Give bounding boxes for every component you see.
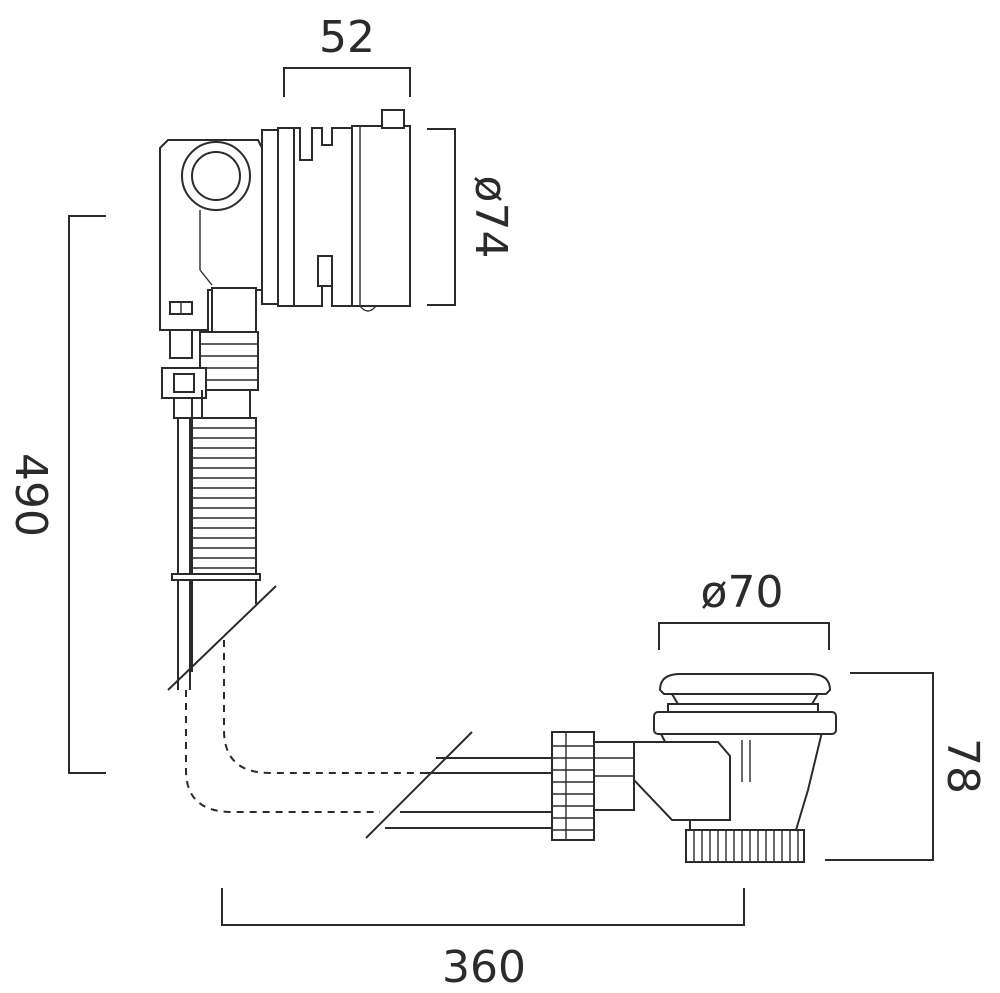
overflow-inlet-hole bbox=[191, 151, 241, 201]
hose-corrugations bbox=[192, 427, 256, 569]
dimension-mixer-width: 52 bbox=[283, 12, 411, 97]
hose-nut bbox=[199, 331, 259, 391]
mixer-cap bbox=[351, 125, 411, 307]
pipe-union-nut bbox=[551, 731, 595, 841]
dimension-label-490: 490 bbox=[5, 453, 56, 537]
pipe-break-line bbox=[365, 731, 473, 839]
waste-flange bbox=[653, 711, 837, 735]
hidden-hose-path bbox=[185, 640, 430, 813]
horizontal-pipe bbox=[365, 731, 635, 841]
hose-break-line bbox=[167, 585, 277, 691]
waste-threaded-tail bbox=[685, 829, 805, 863]
hose-collar bbox=[211, 287, 257, 333]
waste-cap-stem bbox=[670, 693, 820, 705]
dimension-label-360: 360 bbox=[442, 942, 526, 993]
dimension-waste-diameter: ø70 bbox=[658, 567, 830, 650]
mixer-notched-body bbox=[293, 127, 353, 307]
cable-connector-stem bbox=[173, 397, 193, 419]
dimension-label-d74: ø74 bbox=[465, 176, 516, 259]
cable-connector-window bbox=[173, 373, 195, 393]
mixer-notch bbox=[317, 255, 333, 287]
mixer-flange-1 bbox=[261, 129, 279, 305]
dimension-label-78: 78 bbox=[937, 738, 988, 794]
waste-cap bbox=[658, 673, 832, 695]
dimension-label-d70: ø70 bbox=[701, 567, 784, 618]
waste-flange-lip bbox=[667, 703, 819, 713]
hose-band bbox=[171, 573, 261, 581]
waste-drain-assembly bbox=[633, 673, 837, 863]
dimension-mixer-diameter: ø74 bbox=[427, 128, 516, 306]
pipe-union-nut-ridges bbox=[552, 732, 594, 840]
vertical-hose bbox=[161, 287, 277, 691]
dimension-total-height: 490 bbox=[5, 215, 106, 774]
dimension-label-52: 52 bbox=[319, 12, 375, 63]
mixer-button bbox=[381, 109, 405, 129]
waste-outlet-elbow bbox=[633, 741, 731, 821]
dimension-waste-height: 78 bbox=[825, 672, 988, 861]
cable-sleeve bbox=[169, 329, 193, 359]
dimension-total-length: 360 bbox=[221, 888, 745, 993]
mixer-flange-2 bbox=[277, 127, 295, 307]
overflow-mixer-assembly bbox=[159, 109, 411, 331]
waste-thread-lines bbox=[693, 830, 799, 862]
hose-nut-threads bbox=[200, 343, 258, 381]
